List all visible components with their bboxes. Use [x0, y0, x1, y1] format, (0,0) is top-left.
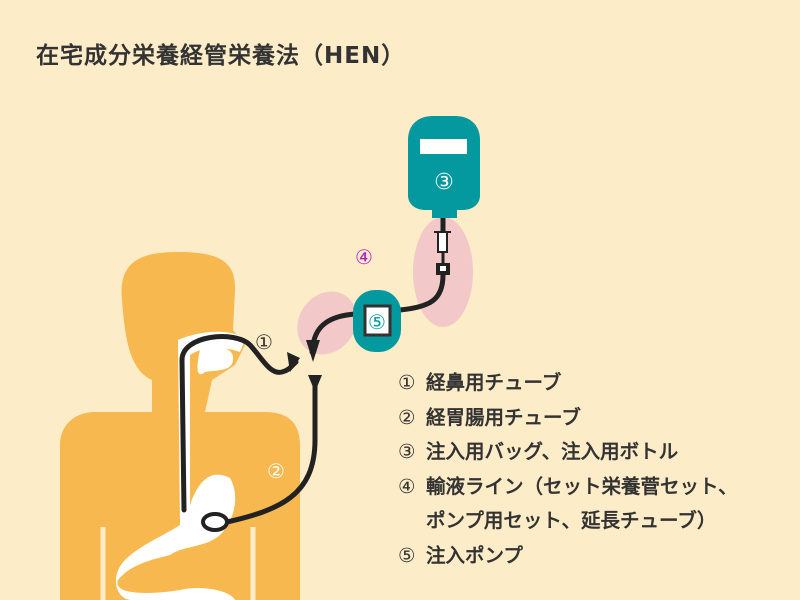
marker-2: ② [267, 459, 285, 483]
page-title: 在宅成分栄養経管栄養法（HEN） [36, 43, 406, 69]
arrowheads [287, 340, 322, 392]
marker-1: ① [255, 330, 273, 354]
legend-item-continuation: ポンプ用セット、延長チューブ） [426, 509, 717, 532]
connector-icon [434, 231, 451, 275]
arm-lines [100, 527, 256, 600]
marker-5: ⑤ [368, 310, 386, 334]
feeding-bag-icon [408, 116, 480, 218]
feeding-pump-icon [353, 290, 401, 352]
digestive-tract [115, 331, 246, 600]
gastrostomy-ring [201, 512, 229, 532]
marker-4: ④ [355, 245, 373, 269]
marker-3: ③ [434, 170, 454, 195]
gastric-tube [224, 377, 318, 525]
